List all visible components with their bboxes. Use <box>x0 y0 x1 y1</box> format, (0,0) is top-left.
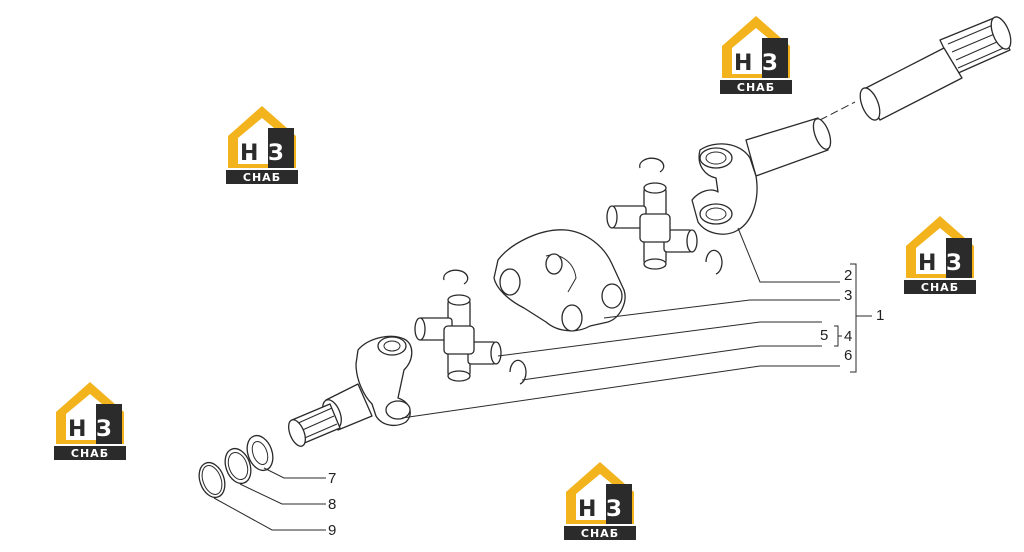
lock-ring-7 <box>246 434 274 472</box>
leader-lines <box>213 227 872 531</box>
yoke-shaft-left <box>288 335 413 447</box>
logo-watermark <box>904 216 976 294</box>
callout-3: 3 <box>844 287 852 304</box>
yoke-shaft-right <box>691 117 832 235</box>
callout-7: 7 <box>328 470 336 487</box>
universal-joint-cross-upper <box>606 157 723 275</box>
logo-watermark <box>564 462 636 540</box>
washer-8 <box>224 447 252 485</box>
callout-labels: 1 2 3 4 5 6 7 8 9 <box>328 267 884 539</box>
snap-ring-9 <box>198 461 226 499</box>
logo-watermark <box>54 382 126 460</box>
callout-4: 4 <box>844 328 852 345</box>
callout-1: 1 <box>876 307 884 324</box>
callout-2: 2 <box>844 267 852 284</box>
long-shaft <box>819 16 1012 121</box>
callout-8: 8 <box>328 496 336 513</box>
center-coupling-yoke <box>493 229 626 332</box>
callout-9: 9 <box>328 522 336 539</box>
callout-6: 6 <box>844 347 852 364</box>
logo-watermark <box>226 106 298 184</box>
callout-5: 5 <box>820 327 828 344</box>
universal-joint-cross-lower <box>414 269 527 385</box>
logo-watermark <box>720 16 792 94</box>
